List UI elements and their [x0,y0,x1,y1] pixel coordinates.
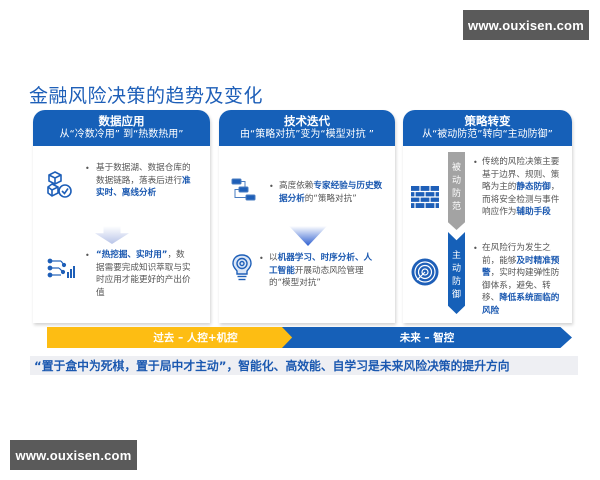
card-strategy-shift: 策略转变 从“被动防范”转向“主动防御” 被动防范 主动防御 • 传统的风险决策… [403,110,572,323]
cubes-check-icon [47,171,72,198]
down-arrow-icon [95,226,129,244]
bullet: • [269,182,274,191]
card-heading: 数据应用 [98,114,145,128]
card-2-item-2-text: 以机器学习、时序分析、人工智能开展动态风险管理的“模型对抗” [269,253,373,288]
card-3-item-2-text: 在风险行为发生之前，能够及时精准预警，实时构建弹性防御体系，避免、转移、降低系统… [482,243,560,316]
bullet: • [85,251,90,260]
card-heading: 技术迭代 [284,114,330,128]
workflow-icon [231,178,256,201]
card-subheading: 从“被动防范”转向“主动防御” [422,129,553,140]
watermark-bottom: www.ouxisen.com [10,440,137,470]
passive-defense-tag [448,152,465,230]
passive-defense-label: 被动防范 [451,163,461,212]
radar-icon [411,258,439,286]
firewall-icon [411,186,439,208]
bullet: • [473,244,478,253]
data-flow-chart-icon [47,258,75,278]
card-tech-iteration: 技术迭代 由“策略对抗”变为“模型对抗 ” • 高度依赖专家经验与历史数据分析的… [219,110,395,323]
page-title: 金融风险决策的趋势及变化 [29,85,264,107]
bullet: • [473,158,478,167]
active-defense-tag [448,232,465,314]
bullet: • [259,254,264,263]
card-subheading: 从“冷数冷用” 到“热数热用” [59,129,184,140]
card-1-item-1-text: 基于数据湖、数据仓库的数据链路，落表后进行准实时、离线分析 [96,163,191,198]
timeline-future: 未来 – 智控 [282,327,572,348]
card-header: 数据应用 从“冷数冷用” 到“热数热用” [33,110,210,146]
card-header: 策略转变 从“被动防范”转向“主动防御” [403,110,572,146]
card-3-item-1-text: 传统的风险决策主要基于边界、规则、策略为主的静态防御，而将安全检测与事件响应作为… [482,157,560,217]
card-heading: 策略转变 [464,114,511,128]
down-arrow-icon [289,226,327,246]
card-1-item-2-text: “热挖掘、实时用”，数据需要完成知识萃取与实时应用才能更好的产出价值 [96,250,191,298]
active-defense-label: 主动防御 [451,251,461,300]
timeline-past: 过去 – 人控+机控 [47,327,304,348]
card-header: 技术迭代 由“策略对抗”变为“模型对抗 ” [219,110,395,146]
card-2-item-1-text: 高度依赖专家经验与历史数据分析的“策略对抗” [279,181,383,204]
card-data-application: 数据应用 从“冷数冷用” 到“热数热用” • 基于数据湖、数据仓库的数据链路，落… [33,110,210,323]
summary-banner: “置于盒中为死棋，置于局中才主动”，智能化、高效能、自学习是未来风险决策的提升方… [30,356,578,375]
watermark-top: www.ouxisen.com [463,10,589,40]
bullet: • [85,164,90,173]
card-subheading: 由“策略对抗”变为“模型对抗 ” [240,129,374,140]
lightbulb-brain-icon [232,254,252,281]
